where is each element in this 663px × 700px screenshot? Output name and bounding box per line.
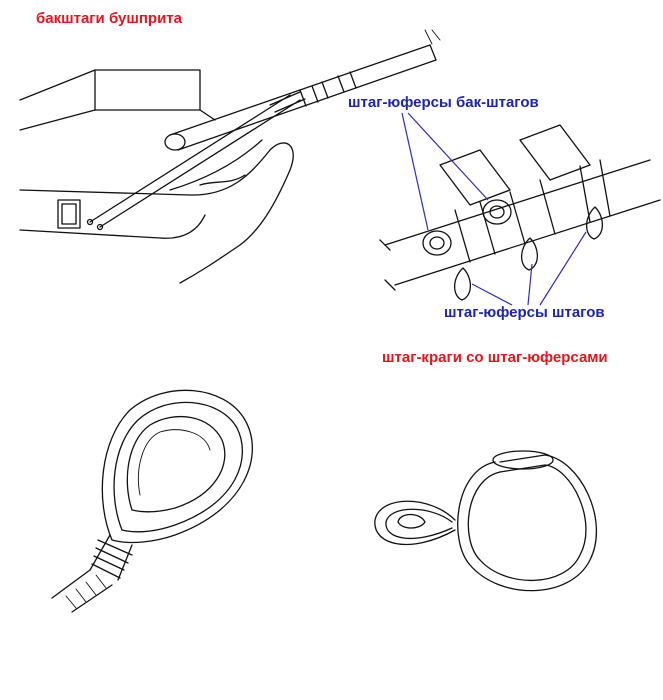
leader-line — [401, 112, 429, 231]
bow-with-bowsprit-drawing — [19, 29, 441, 284]
leader-line — [539, 231, 587, 306]
leader-line — [407, 112, 489, 201]
eye-splice-drawing — [51, 389, 253, 613]
leader-lines — [401, 112, 587, 306]
leader-line — [527, 263, 533, 306]
stay-hearts-closeup-drawing — [379, 124, 661, 301]
label-stay-collars: штаг-краги со штаг-юферсами — [382, 349, 608, 366]
label-stay-hearts: штаг-юферсы штагов — [444, 304, 605, 321]
label-bobstays: бакштаги бушприта — [36, 10, 182, 27]
leader-line — [471, 283, 513, 306]
label-bobstay-hearts: штаг-юферсы бак-штагов — [348, 94, 539, 111]
stay-collar-drawing — [374, 450, 598, 592]
